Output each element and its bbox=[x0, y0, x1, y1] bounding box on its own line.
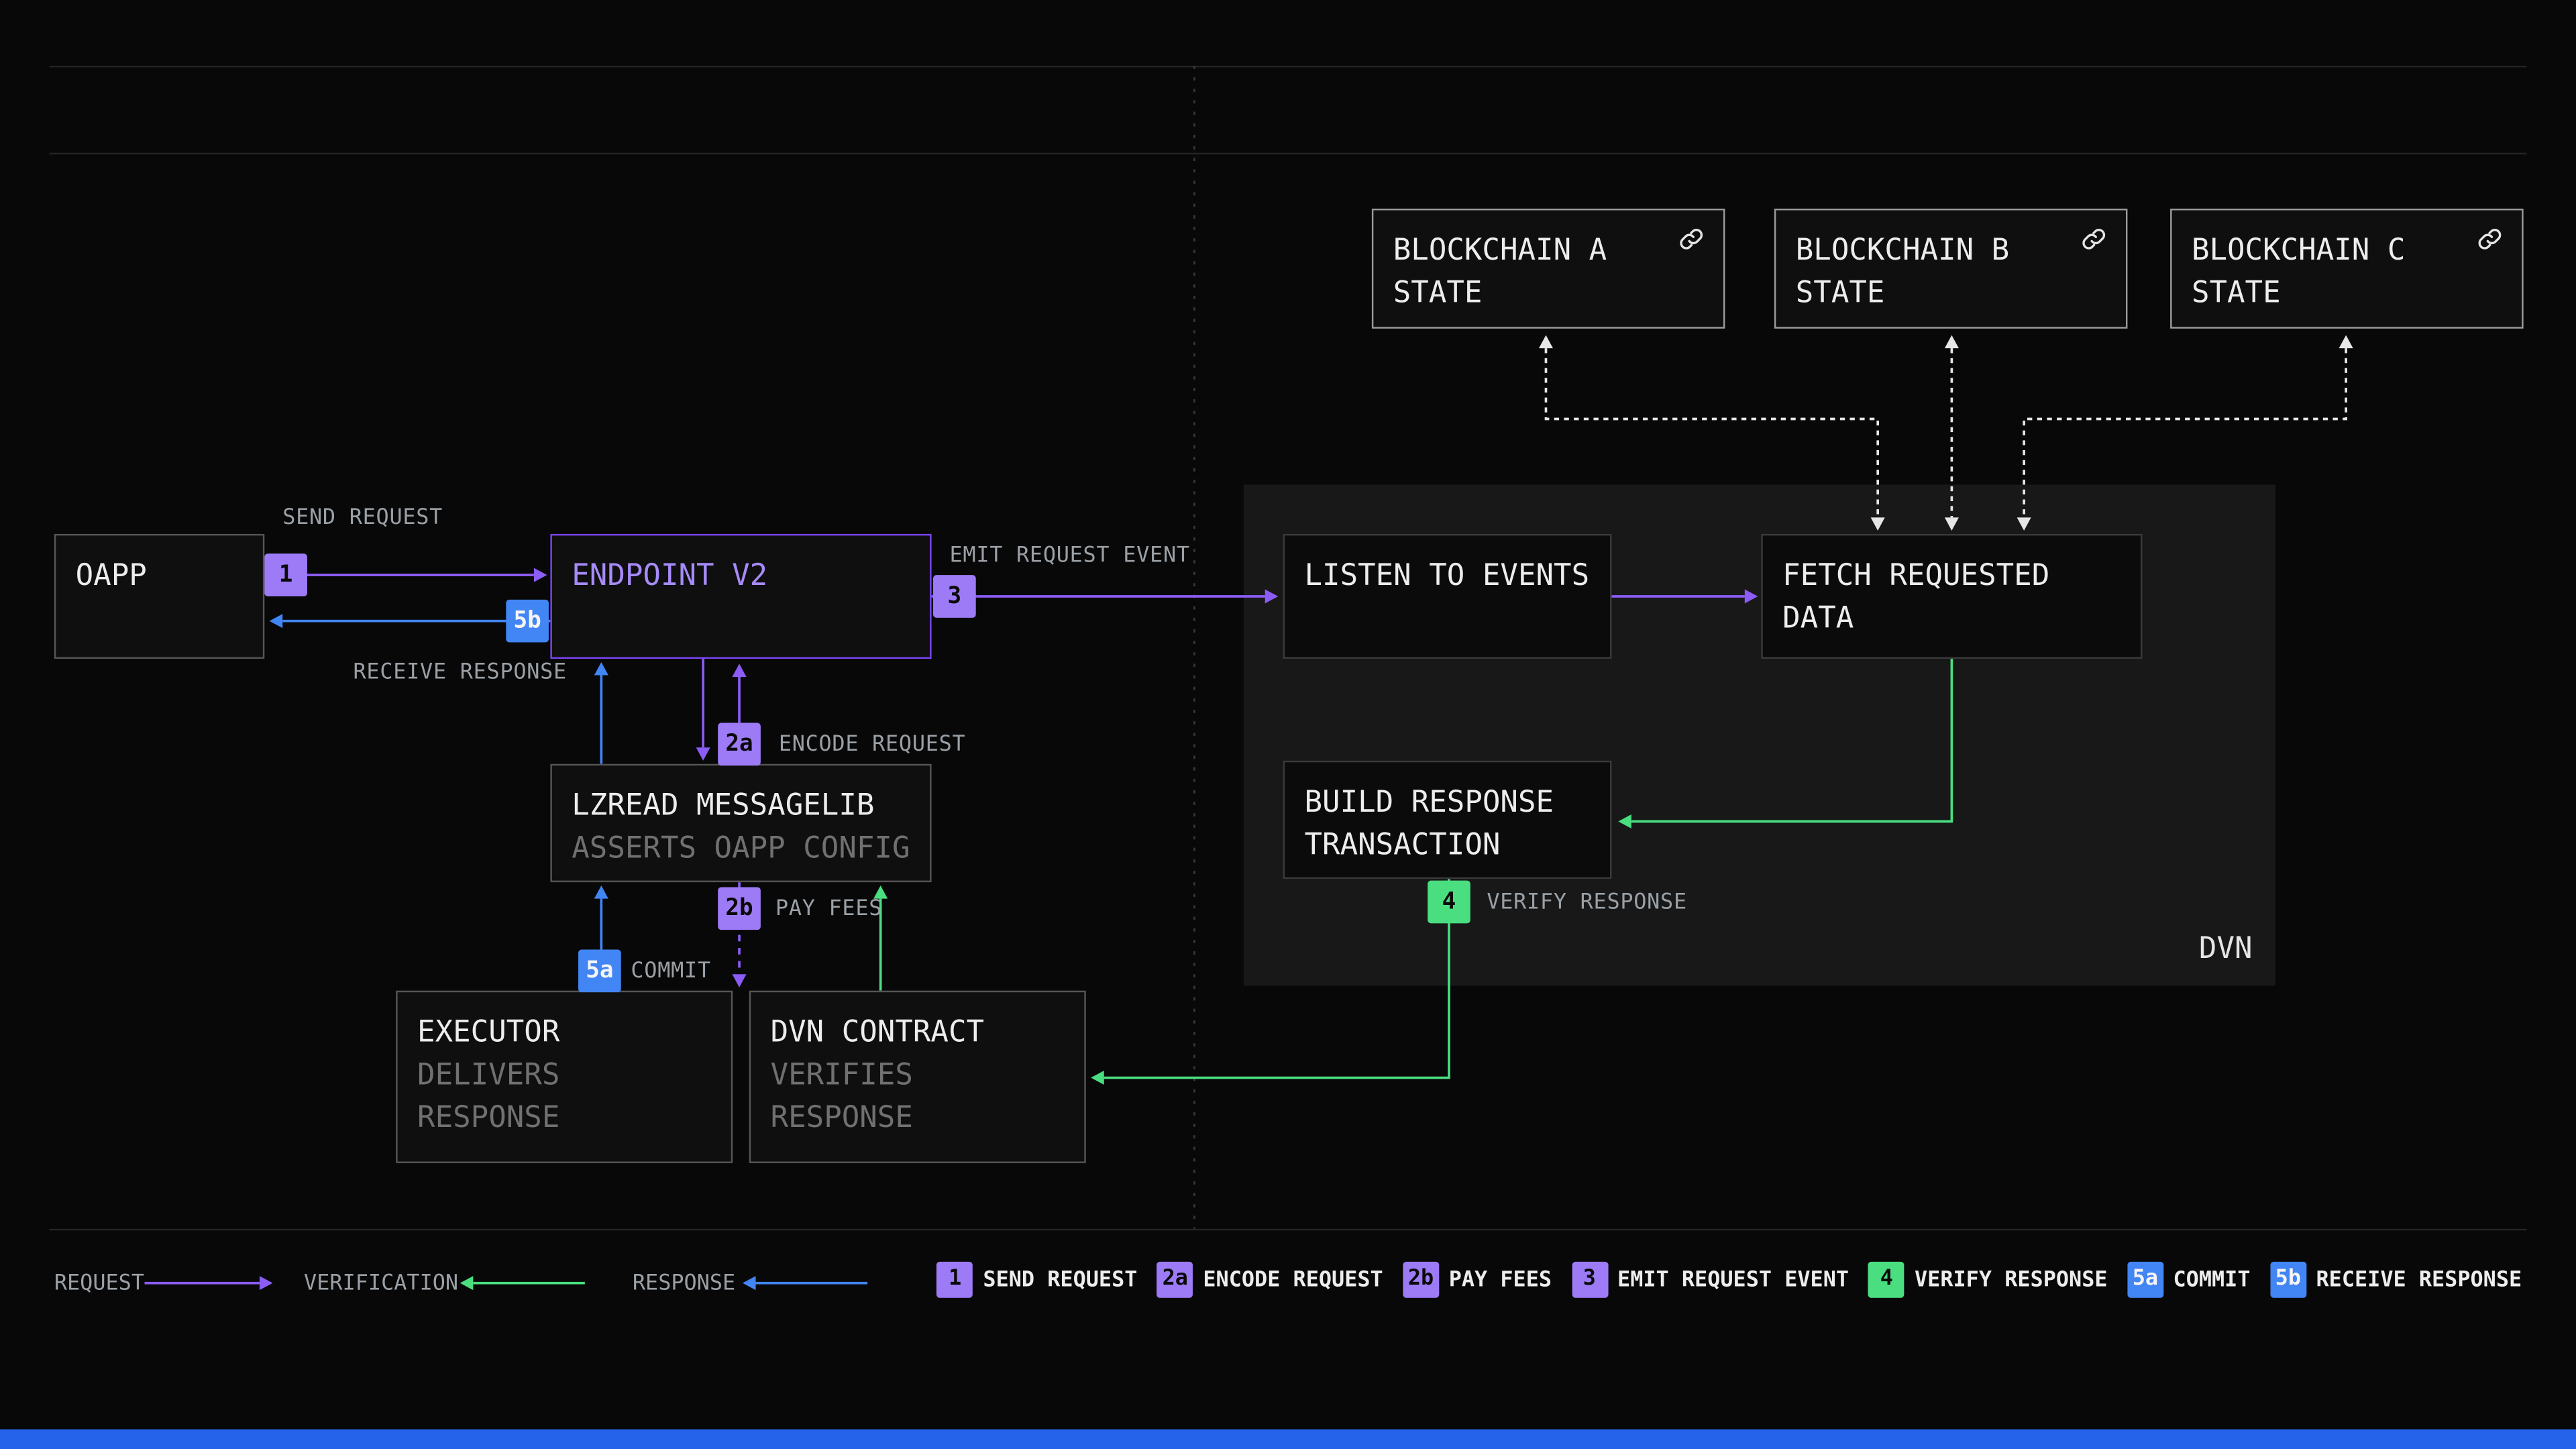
label-send-request: SEND REQUEST bbox=[282, 506, 443, 531]
legend-arrowheads bbox=[259, 1276, 756, 1291]
badge-step-3: 3 bbox=[933, 575, 976, 618]
label-commit: COMMIT bbox=[631, 959, 711, 984]
box-blockchain-c-state: BLOCKCHAIN C STATE bbox=[2170, 209, 2524, 329]
legend-flow-request: REQUEST bbox=[54, 1271, 145, 1297]
legend-step-1-label: SEND REQUEST bbox=[983, 1267, 1138, 1293]
box-lzread-subtitle: ASSERTS OAPP CONFIG bbox=[572, 831, 910, 866]
response-flow-arrowheads bbox=[269, 614, 608, 899]
legend-step-3: 3 EMIT REQUEST EVENT bbox=[1571, 1261, 1849, 1298]
box-fetch-title: FETCH REQUESTED DATA bbox=[1782, 558, 2050, 636]
label-verify-response: VERIFY RESPONSE bbox=[1487, 890, 1687, 916]
legend-step-2b: 2b PAY FEES bbox=[1403, 1261, 1552, 1298]
verification-flow-arrowheads bbox=[873, 814, 1631, 1085]
legend-step-5a-label: COMMIT bbox=[2173, 1267, 2251, 1293]
badge-step-5a: 5a bbox=[578, 949, 621, 993]
legend-step-5a: 5a COMMIT bbox=[2127, 1261, 2251, 1298]
box-dvn-contract: DVN CONTRACT VERIFIES RESPONSE bbox=[749, 990, 1086, 1163]
box-blockchain-a-state: BLOCKCHAIN A STATE bbox=[1371, 209, 1725, 329]
legend-step-1: 1 SEND REQUEST bbox=[936, 1261, 1138, 1298]
verification-flow-lines bbox=[879, 659, 1953, 1079]
box-blockchain-b-title: BLOCKCHAIN B STATE bbox=[1795, 233, 2010, 311]
legend-step-5b: 5b RECEIVE RESPONSE bbox=[2269, 1261, 2522, 1298]
box-executor-subtitle: DELIVERS RESPONSE bbox=[417, 1058, 560, 1136]
legend-step-5b-label: RECEIVE RESPONSE bbox=[2316, 1267, 2522, 1293]
dvn-panel-label: DVN bbox=[2198, 931, 2253, 966]
box-dvn-contract-title: DVN CONTRACT bbox=[770, 1015, 985, 1050]
legend-badge-5b: 5b bbox=[2269, 1261, 2306, 1298]
legend-step-2b-label: PAY FEES bbox=[1448, 1267, 1552, 1293]
legend-badge-4: 4 bbox=[1868, 1261, 1905, 1298]
legend-steps: 1 SEND REQUEST 2a ENCODE REQUEST 2b PAY … bbox=[936, 1261, 2522, 1298]
badge-step-5b: 5b bbox=[506, 599, 549, 643]
box-blockchain-a-title: BLOCKCHAIN A STATE bbox=[1393, 233, 1607, 311]
box-endpoint-v2: ENDPOINT V2 bbox=[550, 533, 932, 659]
box-executor-title: EXECUTOR bbox=[417, 1015, 560, 1050]
badge-step-4: 4 bbox=[1428, 880, 1470, 924]
box-blockchain-b-state: BLOCKCHAIN B STATE bbox=[1774, 209, 2128, 329]
badge-step-1: 1 bbox=[264, 553, 307, 596]
box-build-title: BUILD RESPONSE TRANSACTION bbox=[1304, 785, 1554, 863]
box-fetch-requested-data: FETCH REQUESTED DATA bbox=[1761, 533, 2143, 659]
external-link-icon[interactable] bbox=[2477, 227, 2502, 252]
legend-badge-1: 1 bbox=[936, 1261, 973, 1298]
label-pay-fees: PAY FEES bbox=[775, 897, 883, 922]
legend-step-3-label: EMIT REQUEST EVENT bbox=[1617, 1267, 1849, 1293]
blockchain-state-arrowheads bbox=[1538, 335, 2353, 531]
box-oapp: OAPP bbox=[54, 533, 265, 659]
label-encode-request: ENCODE REQUEST bbox=[778, 733, 966, 757]
legend-flow-verification: VERIFICATION bbox=[304, 1271, 459, 1297]
request-flow-arrowheads bbox=[533, 568, 1758, 987]
box-endpoint-v2-title: ENDPOINT V2 bbox=[572, 558, 768, 594]
legend-step-2a-label: ENCODE REQUEST bbox=[1203, 1267, 1383, 1293]
legend-badge-2a: 2a bbox=[1157, 1261, 1193, 1298]
legend-step-4: 4 VERIFY RESPONSE bbox=[1868, 1261, 2108, 1298]
legend-badge-2b: 2b bbox=[1403, 1261, 1439, 1298]
external-link-icon[interactable] bbox=[1679, 227, 1704, 252]
box-listen-to-events: LISTEN TO EVENTS bbox=[1283, 533, 1612, 659]
legend-flow-response: RESPONSE bbox=[632, 1271, 736, 1297]
badge-step-2a: 2a bbox=[718, 722, 761, 766]
legend-step-2a: 2a ENCODE REQUEST bbox=[1157, 1261, 1383, 1298]
box-build-response-transaction: BUILD RESPONSE TRANSACTION bbox=[1283, 760, 1612, 879]
box-lzread-title: LZREAD MESSAGELIB bbox=[572, 788, 875, 823]
blockchain-state-links bbox=[1544, 348, 2347, 518]
box-oapp-title: OAPP bbox=[75, 558, 147, 594]
legend-step-4-label: VERIFY RESPONSE bbox=[1915, 1267, 2108, 1293]
box-listen-title: LISTEN TO EVENTS bbox=[1304, 558, 1590, 594]
box-executor: EXECUTOR DELIVERS RESPONSE bbox=[396, 990, 733, 1163]
label-receive-response: RECEIVE RESPONSE bbox=[353, 660, 567, 686]
legend-badge-5a: 5a bbox=[2127, 1261, 2163, 1298]
footer-accent-bar bbox=[0, 1429, 2576, 1449]
external-link-icon[interactable] bbox=[2082, 227, 2106, 252]
label-emit-request-event: EMIT REQUEST EVENT bbox=[949, 543, 1190, 569]
box-dvn-contract-subtitle: VERIFIES RESPONSE bbox=[770, 1058, 913, 1136]
box-lzread-messagelib: LZREAD MESSAGELIB ASSERTS OAPP CONFIG bbox=[550, 763, 932, 883]
legend-badge-3: 3 bbox=[1571, 1261, 1608, 1298]
badge-step-2b: 2b bbox=[718, 887, 761, 930]
frame-rules bbox=[49, 65, 2527, 1231]
box-blockchain-c-title: BLOCKCHAIN C STATE bbox=[2191, 233, 2406, 311]
